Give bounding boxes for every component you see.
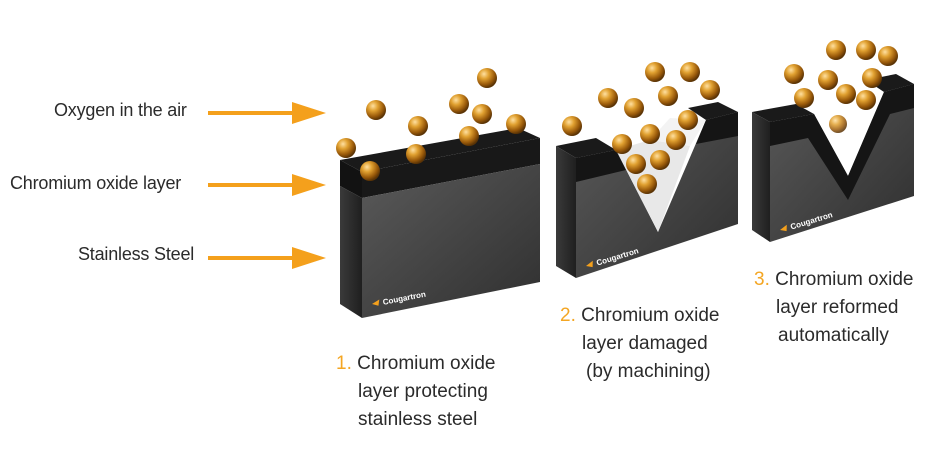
step-1-caption: 1. Chromium oxide layer protecting stain…	[336, 350, 495, 434]
step-3-number: 3.	[754, 269, 770, 290]
step-3-line-1: Chromium oxide	[775, 269, 914, 290]
oxygen-label: Oxygen in the air	[54, 100, 187, 120]
step-1-line-1: Chromium oxide	[357, 353, 496, 374]
step-1-line-3: stainless steel	[358, 409, 478, 430]
oxygen-sphere-icon	[336, 40, 898, 194]
arrow-right-icon	[208, 174, 326, 196]
step-2-line-3: (by machining)	[586, 361, 711, 382]
step-2-caption: 2. Chromium oxide layer damaged (by mach…	[560, 302, 719, 386]
chromium-oxide-layer-label: Chromium oxide layer	[10, 173, 182, 193]
step-2-line-2: layer damaged	[582, 333, 708, 354]
step-3-line-3: automatically	[778, 325, 889, 346]
block-1: Cougartron	[340, 128, 540, 318]
step-1-number: 1.	[336, 353, 352, 374]
block-3: Cougartron	[752, 74, 914, 242]
arrow-right-icon	[208, 247, 326, 269]
step-2-number: 2.	[560, 305, 576, 326]
step-1-line-2: layer protecting	[358, 381, 488, 402]
stainless-steel-label: Stainless Steel	[78, 244, 195, 264]
arrow-right-icon	[208, 102, 326, 124]
step-2-line-1: Chromium oxide	[581, 305, 720, 326]
step-3-caption: 3. Chromium oxide layer reformed automat…	[754, 266, 913, 350]
step-3-line-2: layer reformed	[776, 297, 899, 318]
